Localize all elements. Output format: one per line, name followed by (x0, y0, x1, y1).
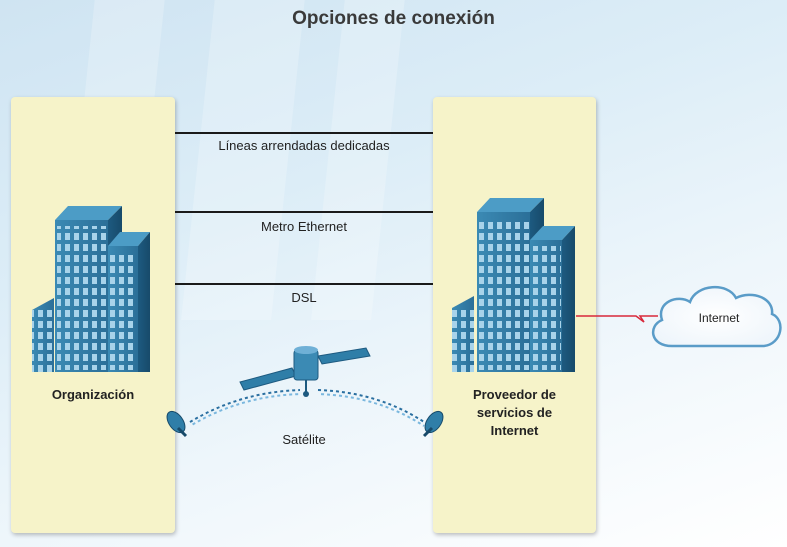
internet-label: Internet (698, 311, 740, 325)
satellite-wave-left (189, 389, 301, 423)
wan-link-line (576, 315, 658, 323)
satellite-wave-right-alt (317, 393, 425, 427)
isp-label: Proveedor de servicios de Internet (433, 386, 596, 440)
organization-satellite-dish-icon (166, 410, 188, 438)
leased-line-label: Líneas arrendadas dedicadas (218, 138, 390, 153)
isp-label-line: servicios de (476, 405, 553, 420)
metro-ethernet-line (175, 211, 433, 213)
isp-label-line: Proveedor de (472, 387, 557, 402)
satellite-wave-right (317, 389, 425, 423)
isp-label-line: Internet (490, 423, 539, 438)
dsl-line (175, 283, 433, 285)
organization-building-icon (32, 206, 150, 372)
leased-line (175, 132, 433, 134)
isp-satellite-dish-icon (422, 410, 444, 438)
satellite-wave-left-alt (189, 393, 301, 427)
dsl-label: DSL (291, 290, 317, 305)
satellite-icon (239, 346, 371, 397)
internet-cloud-icon (651, 285, 782, 348)
isp-building-icon (452, 198, 575, 372)
metro-ethernet-label: Metro Ethernet (261, 219, 347, 234)
diagram-title: Opciones de conexión (292, 8, 495, 29)
organization-label: Organización (51, 387, 135, 402)
satellite-label: Satélite (282, 432, 326, 447)
